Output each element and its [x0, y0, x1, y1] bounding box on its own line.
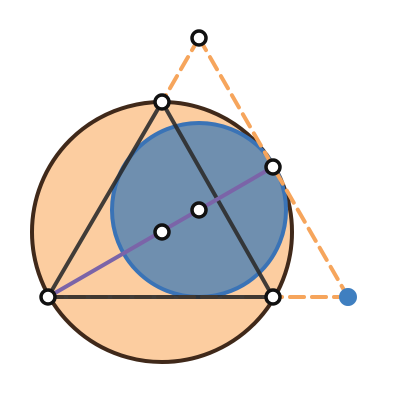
point-tangent[interactable] [264, 158, 282, 176]
point-circumcircle-center[interactable] [153, 223, 171, 241]
outer-dashed-left [160, 36, 201, 104]
point-triangle-top[interactable] [153, 93, 171, 111]
movable-point[interactable] [339, 288, 357, 306]
point-triangle-bottom-right[interactable] [264, 288, 282, 306]
outer-dashed-right [197, 36, 350, 299]
point-triangle-bottom-left[interactable] [39, 288, 57, 306]
point-apex-outer[interactable] [190, 29, 208, 47]
point-incircle-center[interactable] [190, 201, 208, 219]
